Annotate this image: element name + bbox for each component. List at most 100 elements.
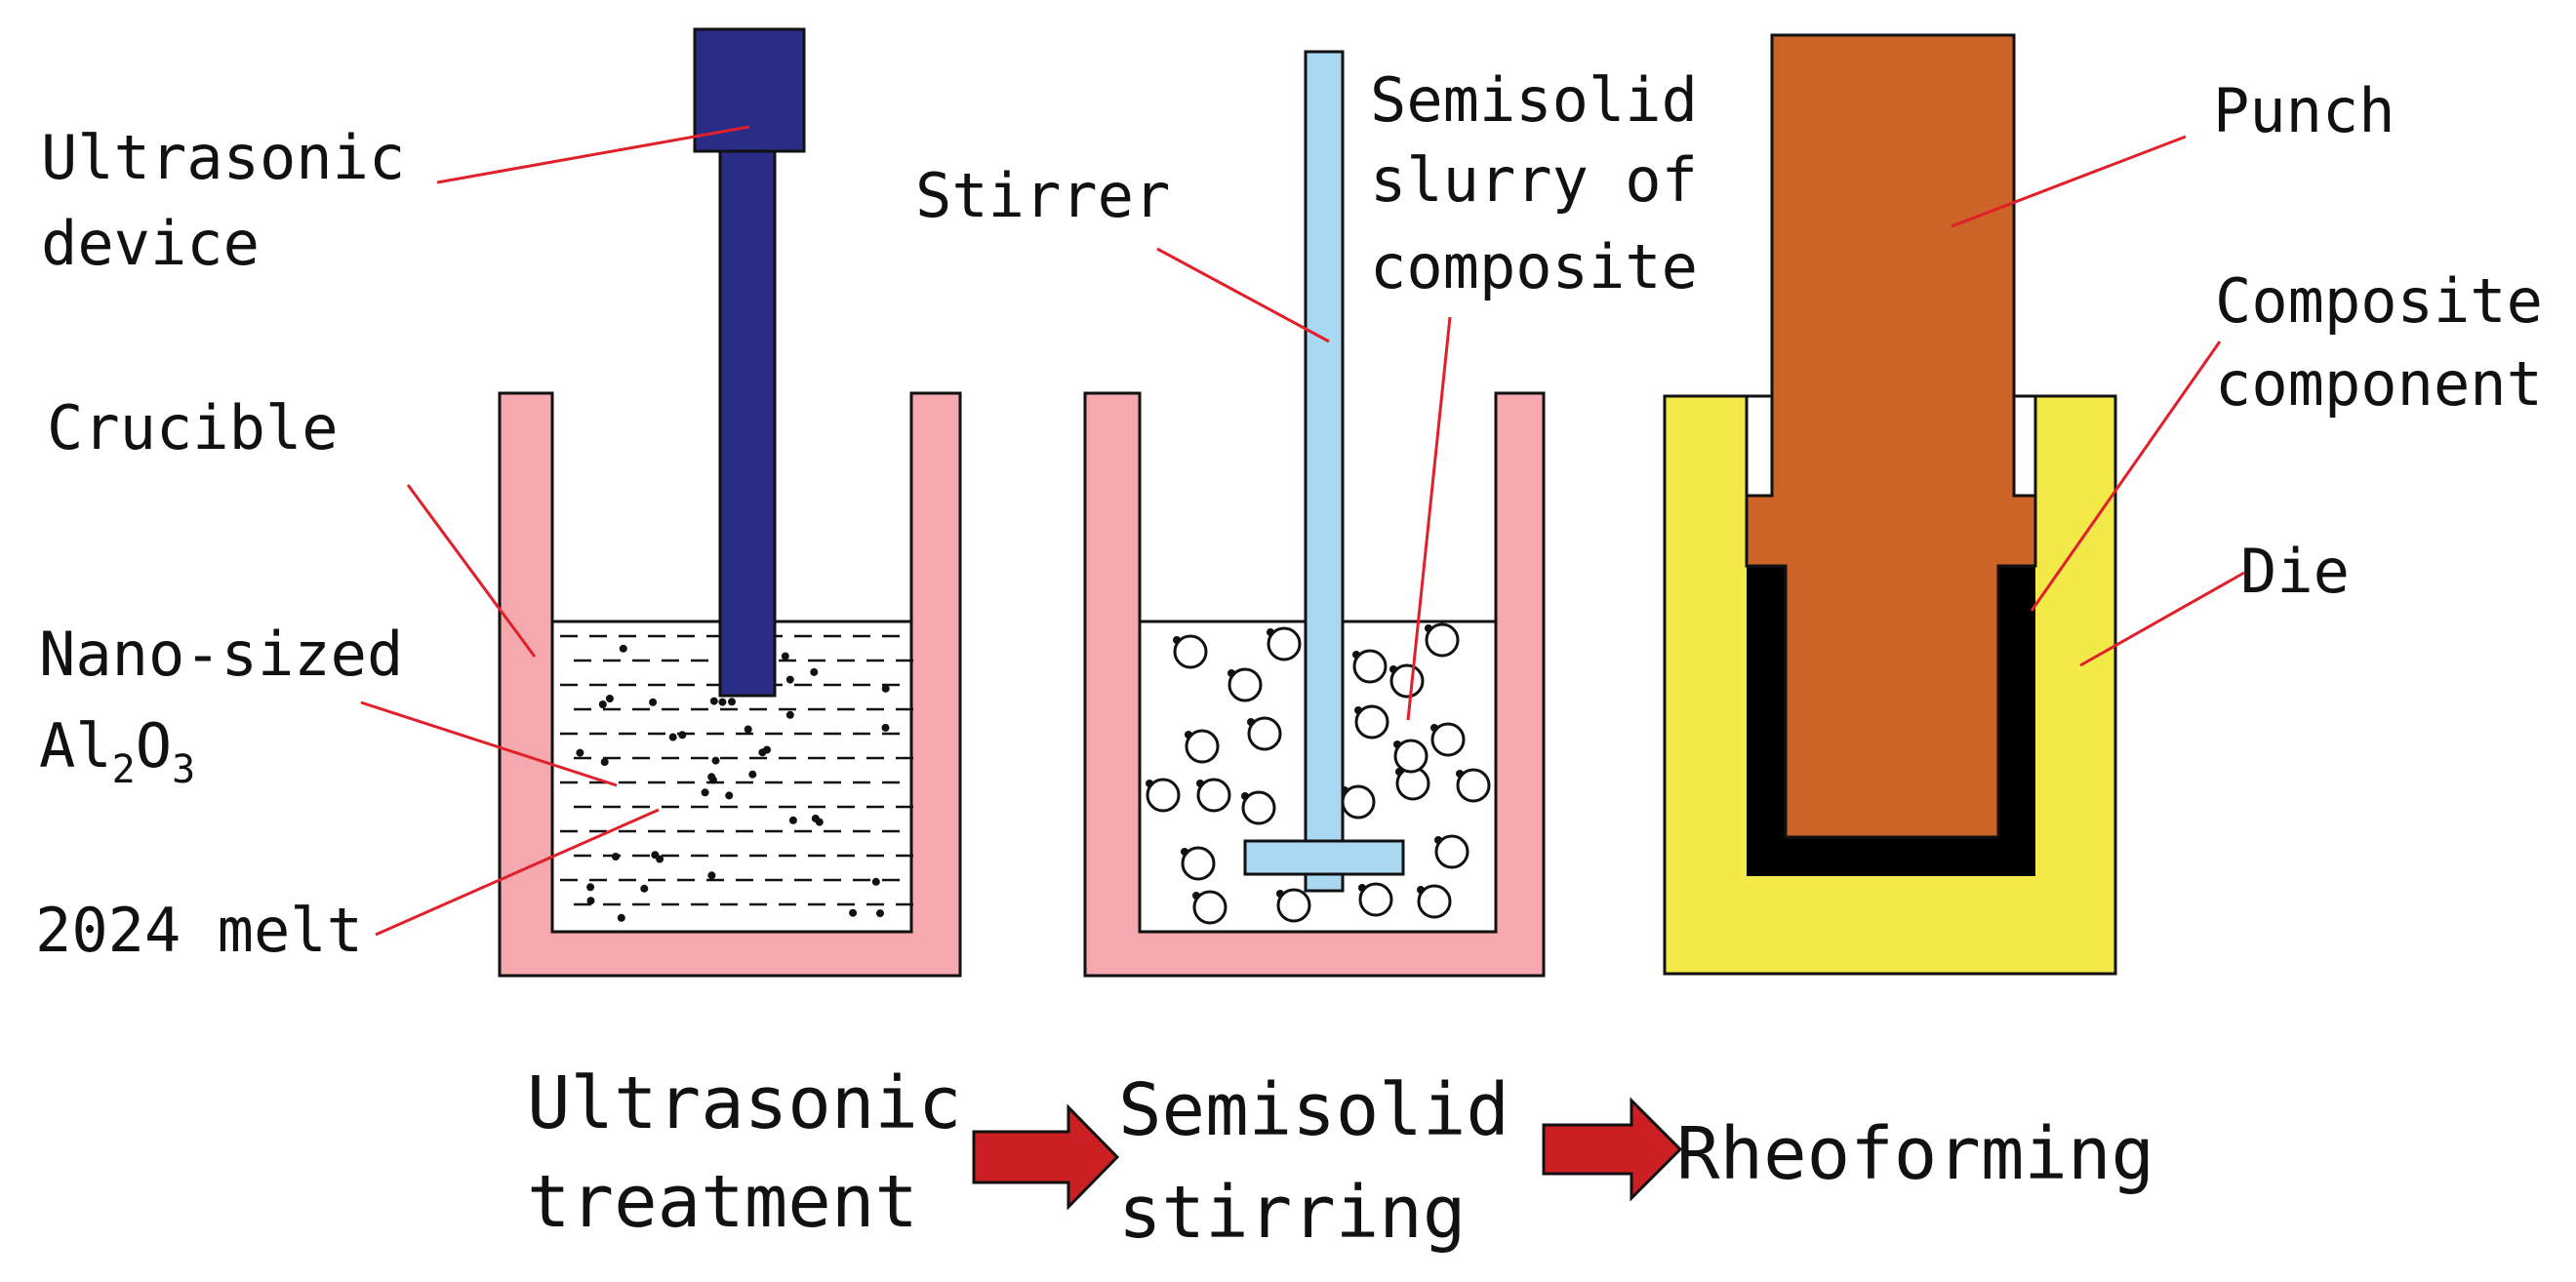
nano-particle bbox=[744, 725, 752, 734]
step-semisolid-stirring-2: stirring bbox=[1118, 1171, 1466, 1255]
slurry-label-3: composite bbox=[1370, 231, 1698, 302]
leader-stirrer bbox=[1156, 247, 1330, 343]
arrow-right-icon bbox=[1542, 1097, 1683, 1202]
nano-particle bbox=[586, 883, 595, 892]
stirrer-icon bbox=[1304, 50, 1345, 893]
punch-label: Punch bbox=[2213, 75, 2395, 146]
nano-particle bbox=[709, 697, 718, 705]
nano-particle bbox=[849, 908, 858, 917]
slurry-grain bbox=[1247, 716, 1282, 751]
slurry-grain bbox=[1434, 834, 1469, 869]
slurry-label: Semisolid bbox=[1370, 64, 1698, 136]
nano-particle bbox=[1267, 628, 1274, 636]
slurry-grain bbox=[1196, 778, 1231, 813]
nano-particle bbox=[1247, 718, 1255, 726]
arrow-right-icon bbox=[972, 1103, 1120, 1211]
panel-semisolid-stirring: Stirrer Semisolid slurry of composite bbox=[915, 50, 1698, 978]
nano-particle bbox=[1389, 665, 1397, 673]
panel-rheoforming: Punch Composite component Die bbox=[1663, 33, 2543, 976]
nano-particle bbox=[871, 877, 880, 886]
nano-particle bbox=[612, 853, 620, 861]
nano-particle bbox=[586, 897, 595, 905]
nano-particle bbox=[1358, 884, 1366, 892]
nano-particle bbox=[1276, 890, 1284, 898]
nano-particle bbox=[678, 731, 687, 740]
ultrasonic-horn bbox=[718, 149, 777, 698]
ultrasonic-device-label-2: device bbox=[41, 208, 260, 279]
slurry-grain bbox=[1417, 884, 1452, 919]
slurry-grain bbox=[1358, 882, 1393, 917]
nano-particle bbox=[788, 816, 797, 824]
slurry-grain bbox=[1146, 778, 1181, 813]
nano-particle bbox=[763, 745, 771, 754]
leader-slurry bbox=[1406, 316, 1452, 721]
process-flow: Ultrasonic treatment Semisolid stirring … bbox=[527, 1062, 2154, 1255]
ultrasonic-device-label: Ultrasonic bbox=[41, 122, 405, 193]
nano-particle bbox=[668, 733, 677, 741]
nano-particle bbox=[781, 652, 789, 661]
slurry-grain bbox=[1425, 622, 1460, 658]
stirrer-blade bbox=[1243, 839, 1405, 876]
nano-particle bbox=[1146, 780, 1153, 787]
slurry-grain bbox=[1181, 846, 1216, 881]
slurry-grain bbox=[1393, 739, 1429, 774]
leader-composite-component bbox=[2030, 341, 2222, 612]
slurry-grain bbox=[1389, 663, 1425, 699]
crucible-icon bbox=[498, 391, 962, 978]
slurry-grain bbox=[1173, 634, 1208, 669]
nano-particle bbox=[1430, 724, 1438, 732]
slurry-grain bbox=[1456, 768, 1491, 803]
nano-particle bbox=[651, 851, 660, 860]
slurry-grain bbox=[1276, 888, 1311, 923]
al2o3-label: Al2O3 bbox=[39, 710, 195, 792]
nano-particle bbox=[1228, 669, 1235, 677]
slurry-grain bbox=[1192, 890, 1228, 925]
step-ultrasonic-treatment-2: treatment bbox=[527, 1160, 918, 1244]
composite-component-label-2: component bbox=[2215, 348, 2543, 420]
slurry-particle-pattern bbox=[1146, 622, 1491, 925]
ultrasonic-device-icon bbox=[693, 27, 806, 153]
nano-particle bbox=[598, 701, 607, 708]
nano-particle bbox=[728, 698, 736, 706]
step-semisolid-stirring: Semisolid bbox=[1118, 1068, 1509, 1152]
leader-melt bbox=[375, 808, 660, 937]
melt-label: 2024 melt bbox=[35, 895, 363, 966]
nano-particle bbox=[1434, 836, 1442, 844]
leader-nano-sized bbox=[360, 701, 618, 787]
nano-particle bbox=[810, 667, 819, 676]
nano-particle bbox=[640, 884, 649, 893]
nano-particle bbox=[1241, 792, 1249, 800]
leader-die bbox=[2079, 571, 2245, 667]
slurry-grain bbox=[1185, 729, 1220, 764]
slurry-grain bbox=[1352, 649, 1388, 684]
punch-icon bbox=[1745, 33, 2037, 839]
nano-particle bbox=[1417, 886, 1425, 894]
nano-particle bbox=[881, 723, 890, 732]
nano-particle bbox=[1196, 780, 1204, 787]
slurry-grain bbox=[1354, 704, 1389, 740]
nano-particle bbox=[617, 913, 625, 922]
nano-sized-label: Nano-sized bbox=[39, 619, 403, 690]
nano-particle bbox=[711, 756, 720, 765]
nano-particle bbox=[707, 773, 716, 781]
slurry-label-2: slurry of bbox=[1370, 144, 1698, 216]
nano-particle bbox=[701, 788, 709, 797]
nano-particle bbox=[811, 814, 820, 822]
nano-particle bbox=[725, 791, 734, 800]
nano-particle bbox=[881, 684, 890, 693]
nano-particle bbox=[1393, 741, 1401, 748]
crucible-icon bbox=[1083, 391, 1546, 978]
slurry-grain bbox=[1430, 722, 1466, 757]
nano-particle bbox=[1352, 651, 1360, 659]
slurry-grain bbox=[1267, 626, 1302, 661]
nano-particle bbox=[1425, 624, 1432, 632]
nano-particle bbox=[876, 909, 884, 918]
nano-particle bbox=[1181, 848, 1188, 856]
leader-crucible bbox=[406, 484, 537, 658]
nano-particle bbox=[785, 675, 794, 684]
die-label: Die bbox=[2240, 536, 2350, 607]
nano-particle bbox=[1192, 892, 1200, 900]
step-rheoforming: Rheoforming bbox=[1676, 1112, 2154, 1196]
nano-particle bbox=[785, 710, 794, 719]
